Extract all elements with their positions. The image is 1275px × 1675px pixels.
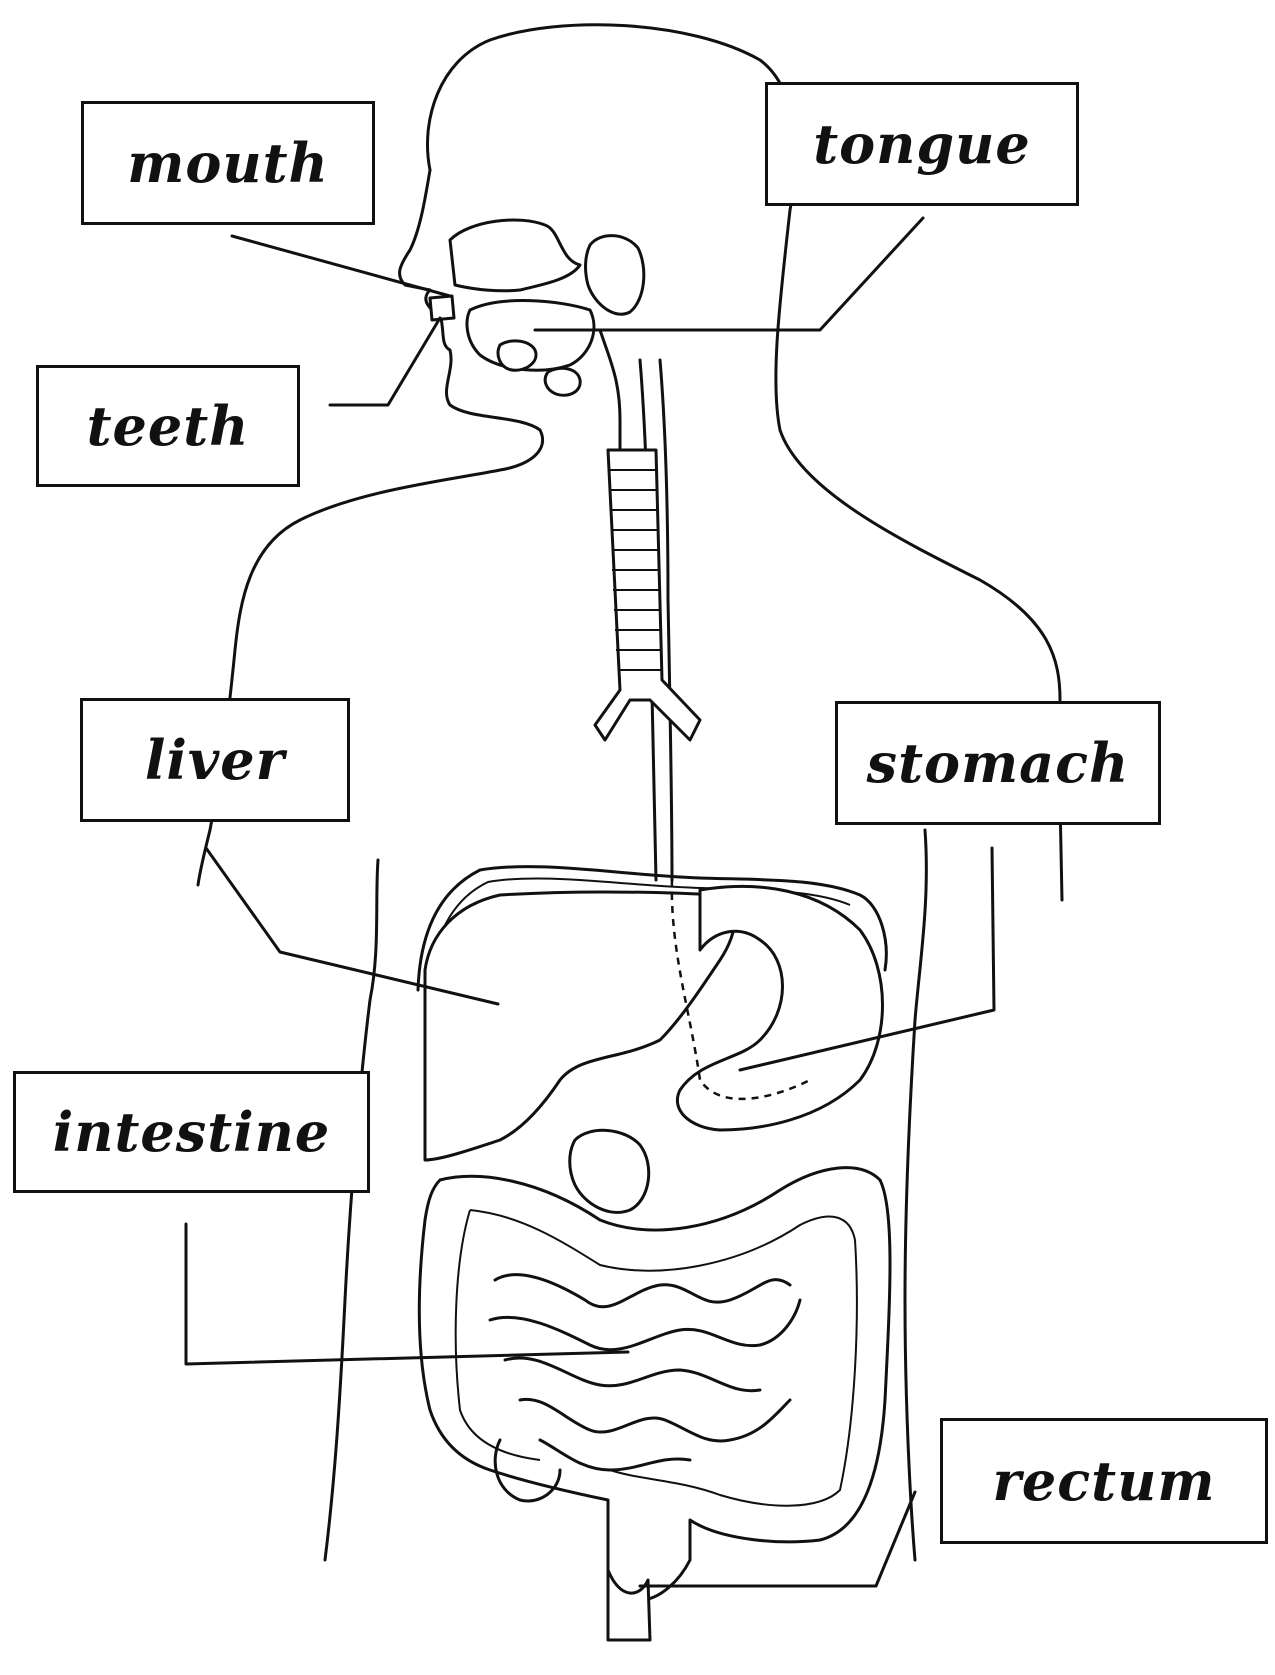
rectum-label-box: rectum [940, 1418, 1268, 1544]
teeth-label: teeth [87, 394, 250, 458]
tongue-label-box: tongue [765, 82, 1079, 206]
intestine-label-box: intestine [13, 1071, 370, 1193]
teeth-label-box: teeth [36, 365, 300, 487]
pancreas-shape [570, 1130, 649, 1212]
salivary-gland-bottom [498, 341, 536, 370]
right-torso-line [905, 830, 926, 1560]
intestine-label: intestine [53, 1100, 331, 1164]
mouth-label-box: mouth [81, 101, 375, 225]
salivary-gland-mid [545, 368, 580, 395]
large-intestine [419, 1168, 890, 1600]
teeth-leader-line [330, 318, 440, 405]
teeth-shape [430, 296, 454, 320]
trachea [595, 450, 700, 740]
nasal-cavity [450, 220, 580, 291]
mouth-label: mouth [127, 131, 329, 195]
tongue-label: tongue [813, 112, 1031, 176]
rectum-label: rectum [992, 1449, 1215, 1513]
mouth-leader-line [232, 236, 450, 296]
left-arm-line [198, 830, 210, 885]
salivary-gland-top [586, 236, 644, 315]
stomach-label: stomach [867, 731, 1130, 795]
liver-label: liver [145, 728, 285, 792]
liver-label-box: liver [80, 698, 350, 822]
stomach-label-box: stomach [835, 701, 1161, 825]
